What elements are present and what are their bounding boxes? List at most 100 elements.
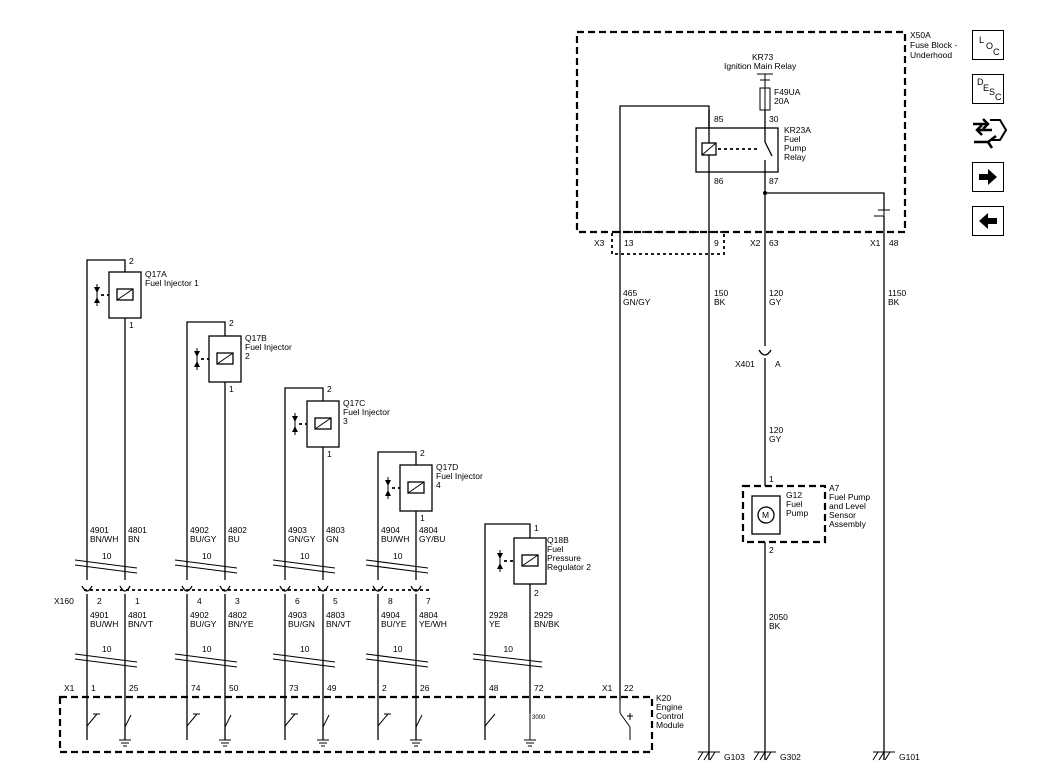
fuse-rating: 20A (774, 96, 789, 106)
loc-letter-l: L (979, 35, 985, 45)
x160-pin-connector (119, 585, 131, 592)
twist-marker (74, 658, 138, 668)
regulator-line3: Regulator 2 (547, 562, 591, 572)
ecm-pin: 74 (191, 683, 201, 693)
arrow-right-icon (979, 169, 997, 185)
x160-pin-connector (279, 585, 291, 592)
upper-wire-color: BU (228, 534, 240, 544)
lower-wire-circuit: 4902 (190, 610, 209, 620)
wire-120a-circuit: 120 (769, 288, 783, 298)
ground-g101: G101 (899, 752, 920, 762)
module-line1: Fuel Pump (829, 492, 870, 502)
injector-1-coil-slash (116, 288, 134, 301)
x160-pin-connector (81, 585, 93, 592)
x160-pin: 4 (197, 596, 202, 606)
loc-letter-o: O (986, 41, 994, 51)
location-button[interactable]: L O C (972, 30, 1004, 60)
description-button[interactable]: D E S C (972, 74, 1004, 104)
twist-count: 10 (102, 644, 112, 654)
twist-count: 10 (393, 551, 403, 561)
twist-count: 10 (202, 551, 212, 561)
ecm-switch-blade (322, 714, 330, 728)
ground-g302-symbol (753, 751, 776, 761)
injector-3-id: Q17C (343, 398, 365, 408)
injector-2-wire-left (186, 321, 226, 580)
lower-wire-color: BU/YE (381, 619, 407, 629)
relay-pin-30: 30 (769, 114, 779, 124)
lower-wire-circuit: 2928 (489, 610, 508, 620)
x1-48-contact (874, 204, 890, 217)
lower-wire-circuit: 4901 (90, 610, 109, 620)
x160-pin: 8 (388, 596, 393, 606)
injector-4-pin1: 1 (420, 513, 425, 523)
twist-marker (365, 564, 429, 574)
ecm-switch-blade (415, 714, 423, 728)
wire-150-color: BK (714, 297, 726, 307)
ecm-pin: 2 (382, 683, 387, 693)
injector-1-pin2: 2 (129, 256, 134, 266)
ecm-pin22: 22 (624, 683, 634, 693)
upper-wire-circuit: 4902 (190, 525, 209, 535)
lower-wire-circuit: 4803 (326, 610, 345, 620)
wire-120b-color: GY (769, 434, 782, 444)
pump-line2: Pump (786, 508, 808, 518)
ecm-pin: 50 (229, 683, 239, 693)
wire-1150-color: BK (888, 297, 900, 307)
pump-motor (757, 506, 775, 524)
next-page-button[interactable] (972, 162, 1004, 192)
wire-2050-circuit: 2050 (769, 612, 788, 622)
twist-count: 10 (102, 551, 112, 561)
x160-pin-connector (410, 585, 422, 592)
wire-120a-color: GY (769, 297, 782, 307)
lower-wire-color: BN/YE (228, 619, 254, 629)
regulator-coil (521, 554, 539, 567)
previous-page-button[interactable] (972, 206, 1004, 236)
injector-1-name: Fuel Injector 1 (145, 278, 199, 288)
arrow-left-icon (979, 213, 997, 229)
relay-line3: Relay (784, 152, 806, 162)
ecm-pin22-switch (619, 700, 633, 740)
ground-g103-symbol (697, 751, 720, 761)
ecm-x1-left: X1 (64, 683, 75, 693)
injector-2-coil-slash (216, 352, 234, 365)
injector-3-name2: 3 (343, 416, 348, 426)
ecm-pin: 72 (534, 683, 544, 693)
x3-connector-outline (611, 231, 725, 255)
x401-id: X401 (735, 359, 755, 369)
upper-wire-color: BN/WH (90, 534, 118, 544)
twist-marker (472, 658, 543, 668)
injector-2-name2: 2 (245, 351, 250, 361)
x160-pin: 6 (295, 596, 300, 606)
x160-pin: 7 (426, 596, 431, 606)
fuel-pump-relay-box (695, 127, 779, 173)
twist-count: 10 (202, 644, 212, 654)
injector-1-coil (116, 288, 134, 301)
ecm-pin: 26 (420, 683, 430, 693)
x160-pin: 1 (135, 596, 140, 606)
regulator-line2: Pressure (547, 553, 581, 563)
injector-2-pin2: 2 (229, 318, 234, 328)
main-relay-id: KR73 (752, 52, 774, 62)
ecm-partial-label: 3000 (532, 715, 546, 721)
twist-marker (472, 653, 543, 663)
twist-marker (74, 559, 138, 569)
upper-wire-circuit: 4801 (128, 525, 147, 535)
module-id: A7 (829, 483, 840, 493)
pump-motor-symbol: M (762, 510, 769, 520)
ecm-switch-blade (224, 714, 232, 728)
ecm-boundary (58, 695, 654, 754)
ground-g302: G302 (780, 752, 801, 762)
regulator-coil-slash (521, 554, 539, 567)
lower-wire-circuit: 4801 (128, 610, 147, 620)
ecm-pin: 48 (489, 683, 499, 693)
upper-wire-color: BU/GY (190, 534, 217, 544)
pump-pin2: 2 (769, 545, 774, 555)
diagnostic-connector-icon[interactable] (970, 116, 1010, 152)
relay-pin-86: 86 (714, 176, 724, 186)
main-relay-name: Ignition Main Relay (724, 61, 797, 71)
module-line4: Assembly (829, 519, 867, 529)
relay-pin-87: 87 (769, 176, 779, 186)
ground-g101-symbol (872, 751, 895, 761)
wire-465-circuit: 465 (623, 288, 637, 298)
injector-2-pin1: 1 (229, 384, 234, 394)
